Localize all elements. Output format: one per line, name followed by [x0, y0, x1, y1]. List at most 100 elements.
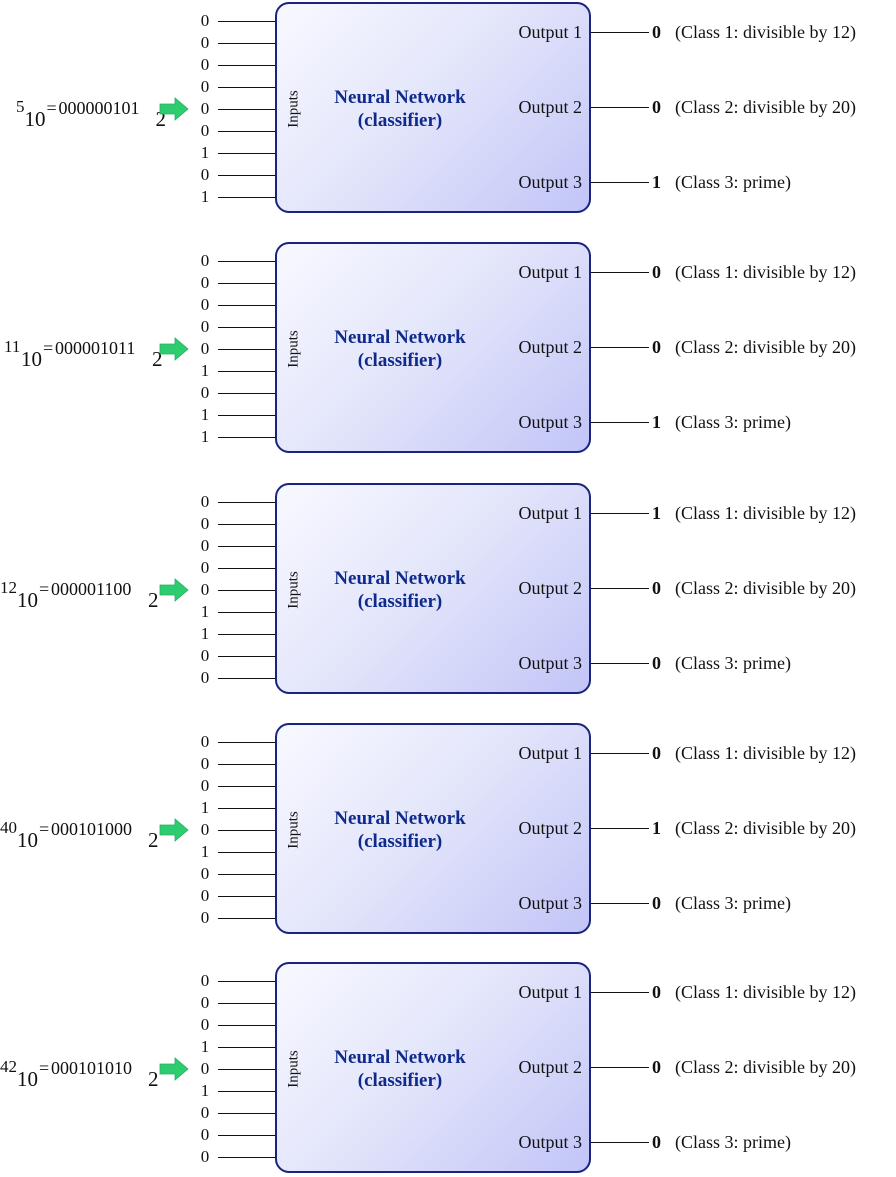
input-bit: 0 — [200, 558, 210, 577]
neural-network-title-line2: (classifier) — [357, 350, 443, 371]
input-bit: 1 — [200, 1037, 210, 1056]
output-label: Output 3 — [518, 893, 582, 913]
input-bit: 0 — [200, 886, 210, 905]
input-bit: 1 — [200, 602, 210, 621]
output-label: Output 1 — [518, 982, 582, 1002]
output-wire — [591, 182, 649, 184]
decimal-base: 10 — [17, 828, 38, 852]
output-value: 0 — [652, 22, 661, 42]
output-value: 0 — [652, 653, 661, 673]
decimal-base: 10 — [17, 588, 38, 612]
neural-network-title: Neural Network(classifier) — [310, 326, 490, 372]
input-wire — [218, 131, 275, 133]
class-description: (Class 3: prime) — [675, 412, 791, 432]
input-bit: 0 — [200, 11, 210, 30]
neural-network-title-line1: Neural Network — [334, 327, 466, 348]
input-wire — [218, 371, 275, 373]
input-bit: 0 — [200, 776, 210, 795]
input-bit: 0 — [200, 121, 210, 140]
binary-base: 2 — [152, 347, 163, 371]
input-wire — [218, 283, 275, 285]
input-bit: 0 — [200, 754, 210, 773]
neural-network-title: Neural Network(classifier) — [310, 567, 490, 613]
input-wire — [218, 21, 275, 23]
input-wire — [218, 261, 275, 263]
input-wire — [218, 742, 275, 744]
input-bit: 0 — [200, 668, 210, 687]
decimal-value: 12 — [0, 578, 17, 597]
output-wire — [591, 1067, 649, 1069]
input-wire — [218, 612, 275, 614]
output-label: Output 1 — [518, 743, 582, 763]
output-wire — [591, 1142, 649, 1144]
output-wire — [591, 513, 649, 515]
output-wire — [591, 347, 649, 349]
input-bit: 0 — [200, 55, 210, 74]
input-wire — [218, 1113, 275, 1115]
input-wire — [218, 764, 275, 766]
inputs-label: Inputs — [285, 811, 302, 849]
class-description: (Class 2: divisible by 20) — [675, 97, 856, 117]
output-wire — [591, 272, 649, 274]
binary-value: 000101010 — [51, 1058, 132, 1078]
output-wire — [591, 903, 649, 905]
input-arrow-icon — [159, 1057, 189, 1081]
output-label: Output 2 — [518, 578, 582, 598]
output-value: 0 — [652, 743, 661, 763]
input-bit: 0 — [200, 317, 210, 336]
output-value: 0 — [652, 262, 661, 282]
inputs-label: Inputs — [285, 90, 302, 128]
equals-sign: = — [43, 338, 54, 358]
binary-base: 2 — [155, 107, 167, 131]
binary-base: 2 — [148, 1067, 159, 1091]
input-wire — [218, 153, 275, 155]
neural-network-title-line2: (classifier) — [357, 591, 443, 612]
class-description: (Class 3: prime) — [675, 1132, 791, 1152]
neural-network-box — [275, 962, 591, 1173]
output-value: 0 — [652, 893, 661, 913]
output-label: Output 2 — [518, 97, 582, 117]
input-wire — [218, 437, 275, 439]
class-description: (Class 1: divisible by 12) — [675, 743, 856, 763]
input-wire — [218, 808, 275, 810]
input-wire — [218, 1091, 275, 1093]
decimal-base: 10 — [17, 1067, 38, 1091]
input-bit: 0 — [200, 1059, 210, 1078]
input-bit: 0 — [200, 864, 210, 883]
output-wire — [591, 588, 649, 590]
input-wire — [218, 852, 275, 854]
output-value: 0 — [652, 1057, 661, 1077]
input-bit: 1 — [200, 842, 210, 861]
input-bit: 0 — [200, 99, 210, 118]
class-description: (Class 3: prime) — [675, 653, 791, 673]
input-bit: 1 — [200, 405, 210, 424]
input-bit: 0 — [200, 971, 210, 990]
class-description: (Class 3: prime) — [675, 893, 791, 913]
input-bit: 0 — [200, 514, 210, 533]
input-wire — [218, 918, 275, 920]
input-wire — [218, 43, 275, 45]
output-wire — [591, 422, 649, 424]
output-value: 1 — [652, 172, 661, 192]
equals-sign: = — [39, 819, 50, 839]
input-wire — [218, 830, 275, 832]
input-bit: 0 — [200, 295, 210, 314]
input-wire — [218, 1157, 275, 1159]
input-wire — [218, 175, 275, 177]
decimal-value: 42 — [0, 1057, 17, 1076]
neural-network-box — [275, 483, 591, 694]
class-description: (Class 1: divisible by 12) — [675, 262, 856, 282]
output-value: 1 — [652, 503, 661, 523]
input-bit: 0 — [200, 1125, 210, 1144]
input-wire — [218, 327, 275, 329]
output-label: Output 1 — [518, 503, 582, 523]
input-bit: 0 — [200, 536, 210, 555]
output-label: Output 1 — [518, 262, 582, 282]
output-label: Output 1 — [518, 22, 582, 42]
input-bit: 0 — [200, 1147, 210, 1166]
